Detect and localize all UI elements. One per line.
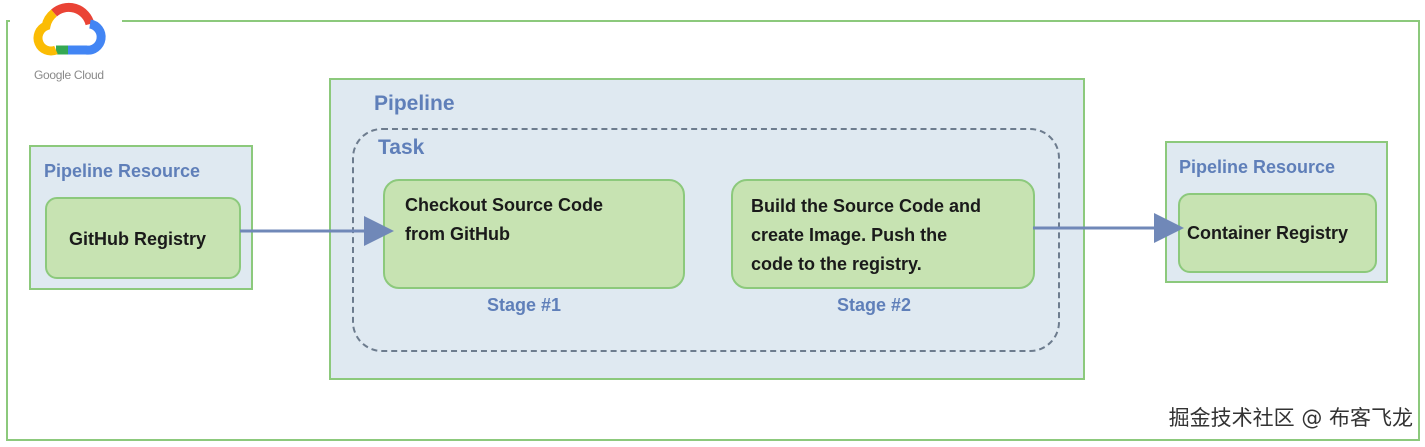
task-title: Task [378, 136, 425, 159]
github-registry-box: GitHub Registry [45, 197, 241, 279]
stage-2-line-3: code to the registry. [751, 254, 922, 274]
google-cloud-logo: Google Cloud [10, 0, 122, 88]
stage-2-label: Stage #2 [837, 295, 912, 315]
pipeline-title: Pipeline [374, 92, 455, 115]
task-box: Task [352, 128, 1060, 352]
container-registry-box: Container Registry [1178, 193, 1377, 273]
stage-2-line-1: Build the Source Code and [751, 196, 982, 216]
google-cloud-icon [33, 2, 106, 56]
container-registry-label: Container Registry [1187, 223, 1349, 243]
logo-text: Google Cloud [34, 68, 104, 82]
github-registry-label: GitHub Registry [69, 229, 207, 249]
right-pipeline-resource: Pipeline Resource Container Registry [1165, 141, 1388, 283]
stage-1-line-1: Checkout Source Code [405, 195, 604, 215]
left-pipeline-resource: Pipeline Resource GitHub Registry [29, 145, 253, 290]
left-resource-title: Pipeline Resource [44, 161, 201, 181]
stage-2-line-2: create Image. Push the [751, 225, 948, 245]
stage-1-line-2: from GitHub [405, 224, 510, 244]
right-resource-title: Pipeline Resource [1179, 157, 1336, 177]
stage-2-box: Build the Source Code and create Image. … [731, 179, 1035, 289]
watermark: 掘金技术社区 @ 布客飞龙 [1168, 406, 1413, 430]
outer-frame [6, 20, 1420, 441]
stage-1-label: Stage #1 [487, 295, 562, 315]
stage-1-box: Checkout Source Code from GitHub [383, 179, 685, 289]
